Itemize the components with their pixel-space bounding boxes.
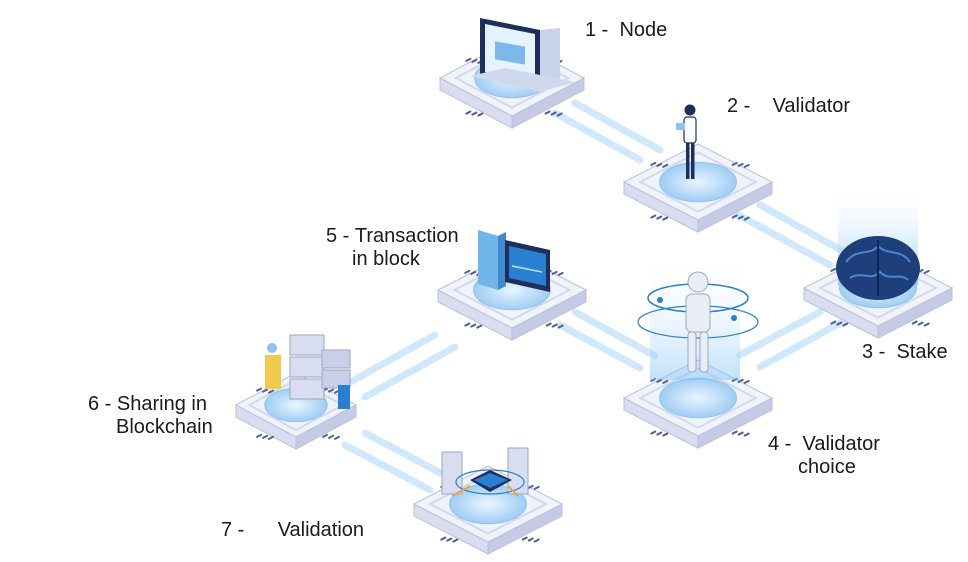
step-6-number: 6 - — [88, 393, 112, 415]
chip-icon — [441, 447, 529, 497]
step-4-text-line2: choice — [798, 456, 856, 478]
connector-3-4 — [736, 308, 846, 371]
connector-6-7 — [341, 429, 454, 494]
step-6-label: 6 - Sharing in Blockchain — [88, 393, 213, 439]
connector-1-2 — [551, 99, 664, 164]
step-3-text: Stake — [896, 341, 948, 363]
step-5-number: 5 - — [326, 225, 350, 247]
step-4-number: 4 - — [768, 433, 792, 455]
step-4-text-line1: Validator — [802, 433, 880, 455]
step-1-label: 1 - Node — [585, 19, 667, 42]
step-3-number: 3 - — [862, 341, 886, 363]
brain-icon — [836, 185, 920, 300]
step-5-label: 5 - Transaction in block — [326, 225, 459, 271]
connectors — [341, 99, 854, 494]
monitor-icon — [478, 230, 550, 292]
step-2-text: Validator — [772, 95, 851, 117]
connector-2-3 — [731, 201, 854, 269]
step-3-label: 3 - Stake — [862, 341, 948, 364]
step-7-text: Validation — [277, 519, 365, 541]
step-4-label: 4 - Validator choice — [768, 433, 880, 479]
platform-2 — [622, 143, 774, 233]
connector-5-6 — [341, 331, 459, 401]
servers-icon — [265, 334, 351, 409]
step-2-label: 2 - Validator — [727, 95, 850, 118]
laptop-icon — [470, 18, 575, 92]
person-icon — [676, 104, 697, 179]
step-6-text-line1: Sharing in — [116, 393, 207, 415]
connector-4-5 — [556, 308, 659, 372]
step-1-number: 1 - — [585, 19, 609, 41]
step-5-text-line2: in block — [352, 248, 420, 270]
step-6-text-line2: Blockchain — [116, 416, 213, 438]
step-1-text: Node — [619, 19, 668, 41]
step-7-number: 7 - — [221, 519, 245, 541]
step-7-label: 7 - Validation — [221, 519, 364, 542]
step-5-text-line1: Transaction — [354, 225, 459, 247]
step-2-number: 2 - — [727, 95, 751, 117]
robot-icon — [637, 250, 759, 380]
